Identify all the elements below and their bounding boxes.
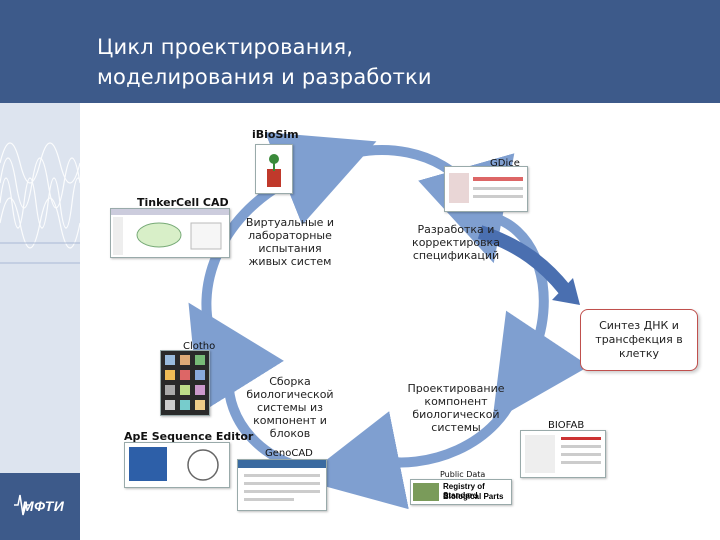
tinkercell-thumbnail: [110, 208, 230, 258]
plant-icon: [256, 145, 292, 193]
cycle-step-assembly: Сборка биологической системы из компонен…: [244, 375, 336, 440]
genocad-thumbnail: [237, 459, 327, 511]
registry-line-2: Biological Parts: [443, 492, 503, 501]
biofab-thumbnail: [520, 430, 606, 478]
genocad-label: GenoCAD: [265, 448, 313, 459]
genocad-screenshot: [238, 460, 326, 510]
tinkercell-screenshot: [111, 209, 229, 257]
ape-thumbnail: [124, 442, 230, 488]
clotho-icons: [161, 351, 209, 415]
registry-thumbnail: Registry of Standard Biological Parts: [410, 479, 512, 505]
gdice-screenshot: [445, 167, 527, 211]
clotho-thumbnail: [160, 350, 210, 416]
cycle-step-specification: Разработка и корректировка спецификаций: [406, 223, 506, 262]
callout-text: Синтез ДНК и трансфекция в клетку: [581, 319, 697, 361]
dna-synthesis-callout: Синтез ДНК и трансфекция в клетку: [580, 309, 698, 371]
ibiosim-thumbnail: [255, 144, 293, 194]
cycle-step-design: Проектирование компонент биологической с…: [404, 382, 508, 434]
ibiosim-label: iBioSim: [252, 128, 299, 141]
registry-logo-icon: [413, 483, 439, 501]
gdice-thumbnail: [444, 166, 528, 212]
biofab-screenshot: [521, 431, 605, 477]
ape-screenshot: [125, 443, 229, 487]
cycle-step-testing: Виртуальные и лабораторные испытания жив…: [244, 216, 336, 268]
public-data-label: Public Data: [440, 470, 485, 479]
